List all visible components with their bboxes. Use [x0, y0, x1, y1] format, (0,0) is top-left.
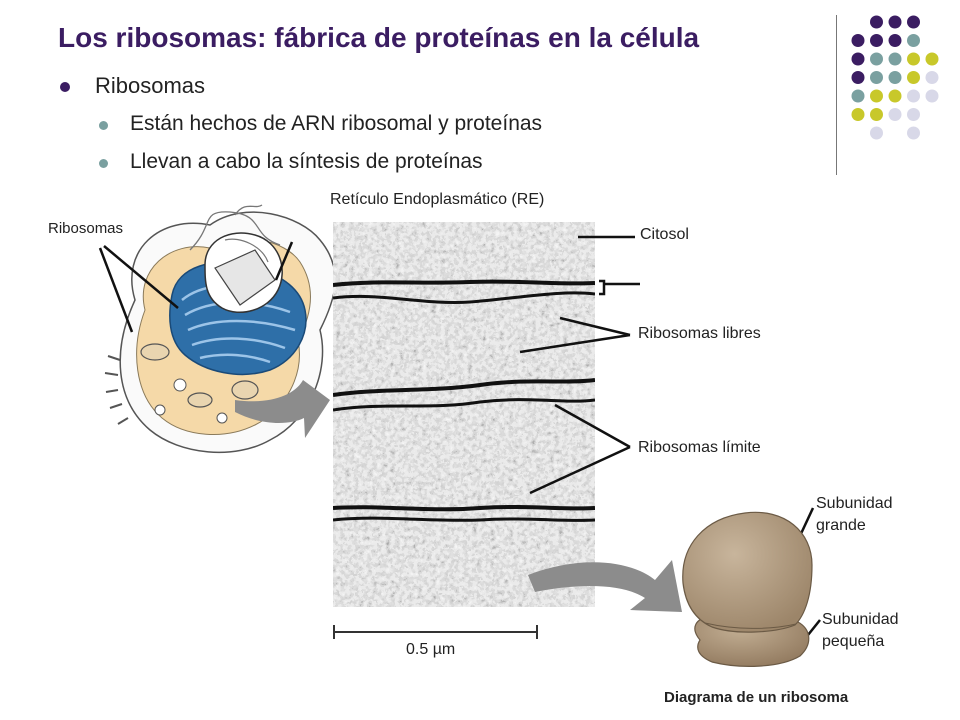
decor-dot — [851, 108, 865, 121]
label-ribosomas: Ribosomas — [48, 220, 124, 237]
decor-dot — [870, 71, 883, 84]
label-ribosomas-libres: Ribosomas libres — [638, 325, 761, 342]
bullet-sub-2: Llevan a cabo la síntesis de proteínas — [130, 150, 483, 173]
decor-dot — [907, 126, 920, 140]
label-subunit-small-line1: Subunidad — [822, 611, 899, 628]
label-subunit-large-line1: Subunidad — [816, 495, 893, 512]
scale-bar — [333, 625, 538, 639]
decor-dot — [888, 89, 902, 103]
decor-dot — [888, 71, 902, 84]
micrograph — [333, 222, 595, 607]
pointer-libres-2 — [519, 333, 631, 354]
pointer-limite-2 — [529, 445, 631, 495]
pointer-ribosomas-1 — [98, 247, 134, 333]
arrow-to-ribosome-icon — [528, 560, 682, 612]
decor-dot — [851, 52, 865, 66]
label-subunit-small: Subunidad pequeña — [822, 609, 899, 653]
label-subunit-small-line2: pequeña — [822, 633, 885, 650]
decor-dot — [888, 15, 902, 29]
divider-line — [836, 15, 837, 175]
decor-dot — [870, 15, 883, 29]
decor-dot — [907, 52, 920, 66]
pointer-re — [274, 241, 294, 281]
decor-dot — [888, 34, 902, 47]
bullet-marker — [99, 121, 108, 130]
decor-dot — [851, 71, 865, 84]
label-subunit-large-line2: grande — [816, 517, 866, 534]
decor-dot — [925, 89, 939, 103]
decor-dot — [870, 89, 883, 103]
decor-dot — [888, 108, 902, 121]
page-title: Los ribosomas: fábrica de proteínas en l… — [58, 22, 700, 53]
decor-dot — [870, 34, 883, 47]
pointer-limite-1 — [554, 403, 631, 449]
decor-dot — [870, 52, 883, 66]
bullet-main: Ribosomas — [95, 73, 206, 98]
decor-dot — [907, 89, 920, 103]
decor-dot — [925, 71, 939, 84]
decor-dot — [870, 108, 883, 121]
decor-dot — [925, 52, 939, 66]
arrow-to-micrograph-icon — [235, 380, 330, 438]
ribosome-diagram — [682, 511, 813, 667]
decor-dot — [907, 34, 920, 47]
decor-dot — [907, 108, 920, 121]
cell-diagram — [104, 204, 336, 454]
bullet-marker — [99, 159, 108, 168]
pointer-libres-1 — [559, 316, 631, 337]
pointer-ribosomas-2 — [103, 245, 179, 309]
label-re: Retículo Endoplasmático (RE) — [330, 191, 545, 208]
decor-dot — [888, 52, 902, 66]
label-subunit-large: Subunidad grande — [816, 493, 893, 537]
bullet-sub-1: Están hechos de ARN ribosomal y proteína… — [130, 112, 543, 135]
decor-dot — [851, 34, 865, 47]
pointer-membrane — [599, 279, 640, 296]
label-ribosomas-limite: Ribosomas límite — [638, 439, 761, 456]
bullet-marker — [60, 82, 70, 92]
label-citosol: Citosol — [640, 226, 689, 243]
label-scale: 0.5 µm — [406, 641, 456, 658]
decor-dot — [851, 89, 865, 103]
decor-dot — [870, 126, 883, 140]
decor-dot — [907, 15, 920, 29]
decor-dot — [907, 71, 920, 84]
caption-ribosome: Diagrama de un ribosoma — [664, 689, 849, 706]
